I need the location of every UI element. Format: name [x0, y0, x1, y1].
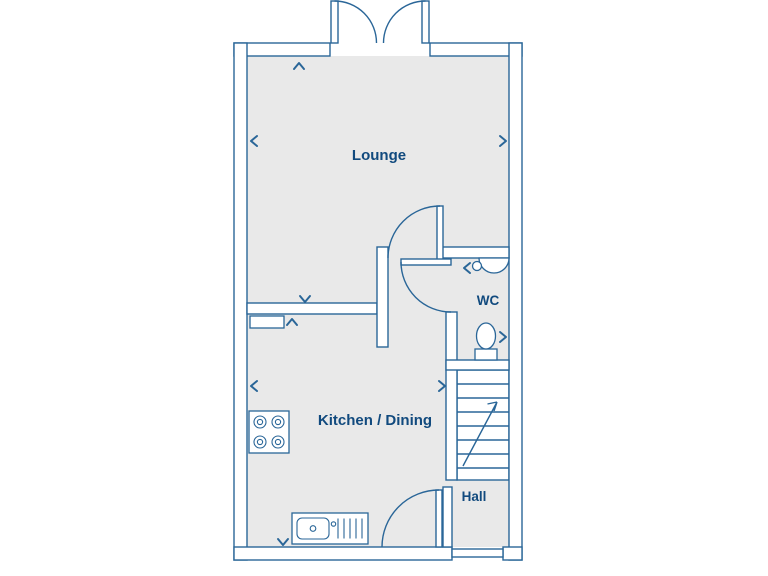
dim-arrow-left-wc — [463, 262, 471, 274]
wc-fixtures — [471, 257, 510, 361]
hob — [248, 410, 290, 454]
room-labels: Lounge Kitchen / Dining WC Hall — [318, 147, 500, 504]
dim-arrow-down-lounge — [299, 295, 311, 303]
front-door — [451, 548, 504, 558]
wall-top-right — [429, 42, 523, 57]
kitchen-dining-label: Kitchen / Dining — [318, 412, 432, 429]
wall-hall-stairs — [445, 311, 458, 481]
french-door-swing-right — [382, 0, 426, 44]
dimension-chevrons — [250, 62, 507, 546]
wall-top-left — [233, 42, 331, 57]
hob-burner-center — [256, 418, 264, 426]
sink-drain — [309, 525, 317, 532]
hob-burner-center — [274, 438, 282, 446]
dim-arrow-right-lounge — [499, 135, 507, 147]
kitchen-cupboard — [249, 315, 285, 329]
wc-door-leaf — [400, 258, 452, 266]
french-doors — [330, 0, 430, 44]
dim-arrow-up-kitchen — [286, 318, 298, 326]
sink-unit — [291, 512, 369, 545]
hob-burner — [253, 415, 267, 429]
kitchen-door — [381, 489, 443, 548]
toilet-bowl — [475, 322, 497, 350]
hob-burner — [271, 415, 285, 429]
wc-door-swing — [400, 261, 452, 313]
wall-kitchen-hall-stub — [442, 486, 453, 548]
dim-arrow-left-lounge — [250, 135, 258, 147]
hall-label: Hall — [462, 489, 487, 504]
dim-arrow-right-kitchen — [438, 380, 446, 392]
hob-burner — [253, 435, 267, 449]
wall-kitchen-hall — [376, 246, 389, 348]
stair-treads — [457, 383, 509, 469]
hob-burner-center — [274, 418, 282, 426]
hob-burner — [271, 435, 285, 449]
stair-direction-arrow — [462, 401, 498, 467]
lounge-door-leaf — [436, 205, 444, 261]
lounge-label: Lounge — [352, 147, 406, 164]
wc-door — [400, 258, 452, 313]
french-door-leaf-left — [330, 0, 339, 44]
lounge-door-swing — [387, 205, 441, 259]
front-door-leaf — [451, 548, 504, 558]
exterior-walls — [233, 42, 523, 561]
dim-arrow-right-wc — [499, 331, 507, 343]
dim-arrow-up-lounge — [293, 62, 305, 70]
toilet-cistern — [474, 348, 498, 361]
staircase — [456, 369, 510, 481]
kitchen-door-swing — [381, 489, 440, 548]
sink-tap — [330, 521, 337, 527]
interior-walls — [246, 246, 510, 548]
dim-arrow-left-kitchen — [250, 380, 258, 392]
doors — [330, 0, 504, 558]
wall-lounge-kitchen — [246, 302, 378, 315]
hob-unit — [248, 410, 290, 454]
sink-bowl — [296, 517, 330, 540]
wall-left — [233, 42, 248, 561]
wall-wc-stairs — [445, 359, 510, 371]
kitchen-door-leaf — [435, 489, 443, 548]
sink-drainer-grooves — [337, 518, 363, 539]
wall-bottom-right — [502, 546, 523, 561]
dim-arrow-down-kitchen — [277, 538, 289, 546]
basin-tap — [471, 260, 483, 272]
french-door-swing-left — [334, 0, 378, 44]
kitchen-fixtures — [248, 315, 369, 545]
wall-lounge-wc — [440, 246, 510, 259]
wc-label: WC — [477, 293, 500, 308]
wall-right — [508, 42, 523, 561]
hob-burner-center — [256, 438, 264, 446]
french-door-leaf-right — [421, 0, 430, 44]
wall-bottom-left — [233, 546, 453, 561]
